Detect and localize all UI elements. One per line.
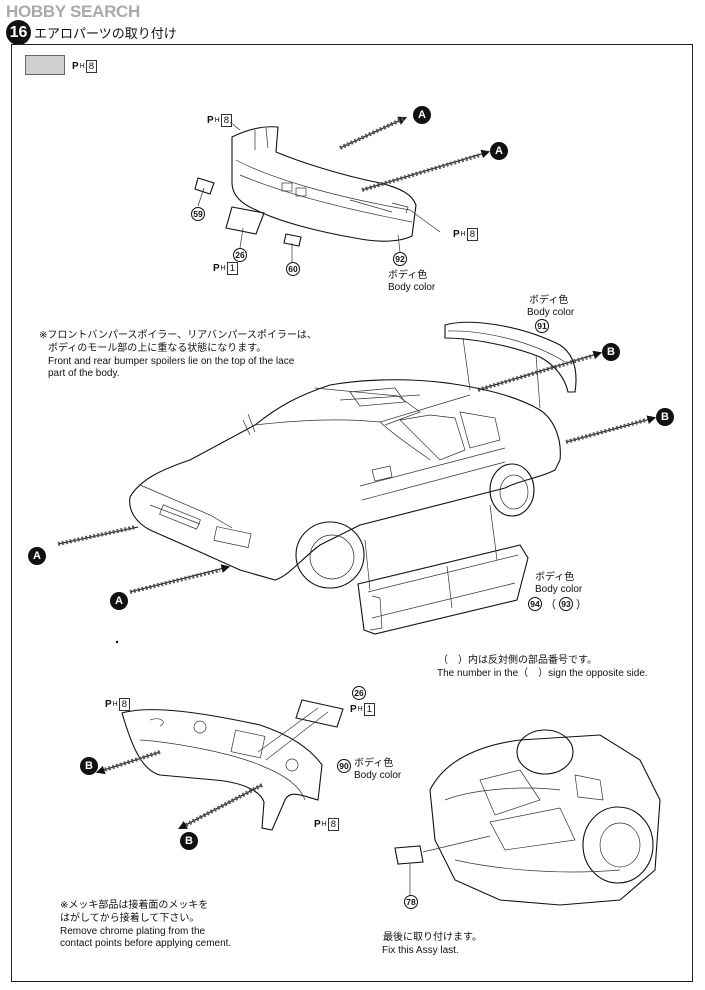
part-59-plate (194, 177, 215, 195)
last-note-en: Fix this Assy last. (382, 945, 459, 956)
part-badge-94: 94 (528, 597, 542, 611)
body-color-jp-92: ボディ色 (388, 270, 428, 281)
marker-b-4: B (180, 832, 198, 850)
paint-letter: P (453, 229, 460, 240)
marker-a-4: A (110, 592, 128, 610)
paint-legend-swatch (25, 55, 65, 75)
paint-sub: H (79, 63, 85, 70)
watermark-text: HOBBY SEARCH (6, 2, 140, 21)
paint-num: 8 (327, 818, 340, 831)
paint-num: 1 (363, 703, 376, 716)
instruction-frame (11, 44, 693, 982)
engine-bay (429, 729, 661, 906)
rear-plate-26 (295, 699, 344, 728)
body-color-en-92: Body color (388, 282, 436, 293)
part-60-plate (283, 233, 302, 247)
arrow-to-a-1 (339, 116, 407, 149)
part-badge-90: 90 (337, 759, 351, 773)
car-body (129, 379, 561, 589)
spoiler-note-en-1: Front and rear bumper spoilers lie on th… (48, 356, 295, 367)
paint-letter: P (207, 115, 214, 126)
paren-close: ） (576, 598, 587, 611)
step-title: エアロパーツの取り付け (34, 27, 177, 42)
marker-b-2: B (656, 408, 674, 426)
part-78-block (394, 845, 424, 865)
spoiler-note-jp-1: ※フロントバンパースポイラー、リアバンパースポイラーは、 (39, 330, 317, 341)
rear-wing-part-91 (444, 321, 577, 393)
part-badge-26: 26 (233, 248, 247, 262)
paint-letter: P (350, 704, 357, 715)
part-badge-92: 92 (393, 252, 407, 266)
part-badge-91: 91 (535, 319, 549, 333)
body-color-jp-94: ボディ色 (535, 572, 575, 583)
paint-num: 8 (220, 114, 233, 127)
body-color-en-94: Body color (535, 584, 583, 595)
paint-num: 8 (85, 60, 98, 73)
marker-a-3: A (28, 547, 46, 565)
body-color-jp-91: ボディ色 (529, 295, 569, 306)
paint-num: 1 (226, 262, 239, 275)
spoiler-note-jp-2: ボディのモール部の上に重なる状態になります。 (48, 343, 267, 354)
paren-open: （ (545, 598, 556, 611)
paint-sub: H (220, 265, 226, 272)
marker-b-3: B (80, 757, 98, 775)
part-badge-59: 59 (191, 207, 205, 221)
part-26-plate (225, 206, 265, 235)
marker-b-1: B (602, 343, 620, 361)
opposite-note-jp: （ ）内は反対側の部品番号です。 (438, 655, 597, 666)
paint-sub: H (112, 701, 118, 708)
part-94-93-label: 94 （ 93 ） (528, 596, 587, 612)
part-badge-60: 60 (286, 262, 300, 276)
opposite-note-en: The number in the（ ）sign the opposite si… (437, 668, 648, 679)
marker-a-1: A (413, 106, 431, 124)
paint-letter: P (72, 61, 79, 72)
last-note-jp: 最後に取り付けます。 (383, 932, 482, 943)
paint-sub: H (321, 821, 327, 828)
paint-sub: H (214, 117, 220, 124)
side-skirt-94 (357, 544, 529, 635)
chrome-note-en-2: contact points before applying cement. (60, 938, 232, 949)
marker-a-2: A (490, 142, 508, 160)
chrome-note-jp-2: はがしてから接着して下さい。 (60, 913, 200, 924)
body-color-jp-90: ボディ色 (354, 758, 394, 769)
part-badge-78: 78 (404, 895, 418, 909)
part-badge-93: 93 (559, 597, 573, 611)
part-badge-26-rear: 26 (352, 686, 366, 700)
body-color-en-90: Body color (354, 770, 402, 781)
paint-sub: H (357, 706, 363, 713)
chrome-note-jp-1: ※メッキ部品は接着面のメッキを (60, 900, 209, 911)
paint-letter: P (105, 699, 112, 710)
spoiler-note-en-2: part of the body. (48, 368, 120, 379)
paint-num: 8 (118, 698, 131, 711)
front-bumper-spoiler (231, 126, 417, 242)
rear-bumper-part-90 (121, 709, 323, 831)
chrome-note-en-1: Remove chrome plating from the (60, 926, 206, 937)
body-color-en-91: Body color (527, 307, 575, 318)
paint-sub: H (460, 231, 466, 238)
paint-num: 8 (466, 228, 479, 241)
paint-letter: P (314, 819, 321, 830)
step-number-badge: 16 (6, 20, 31, 45)
hobby-search-watermark: HOBBY SEARCH (6, 2, 140, 22)
paint-letter: P (213, 263, 220, 274)
